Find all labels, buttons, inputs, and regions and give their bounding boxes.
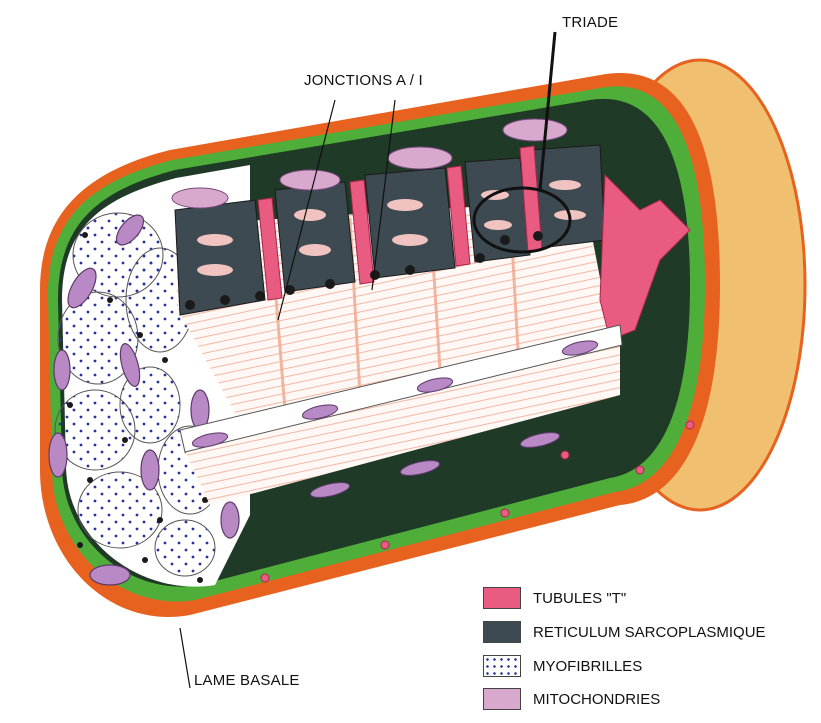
t-tubules-swatch xyxy=(483,587,521,609)
legend-item-mitochondria: MITOCHONDRIES xyxy=(483,686,660,712)
legend-item-reticulum: RETICULUM SARCOPLASMIQUE xyxy=(483,619,766,645)
legend-item-myofibrils: MYOFIBRILLES xyxy=(483,653,642,679)
legend-label: MYOFIBRILLES xyxy=(533,658,642,675)
reticulum-swatch xyxy=(483,621,521,643)
legend-label: TUBULES "T" xyxy=(533,590,626,607)
legend-label: RETICULUM SARCOPLASMIQUE xyxy=(533,624,766,641)
label-lame-basale: LAME BASALE xyxy=(194,672,300,689)
label-triade: TRIADE xyxy=(562,14,618,31)
mitochondria-swatch xyxy=(483,688,521,710)
lame-basale-pointer xyxy=(180,628,190,688)
myofibrils-swatch xyxy=(483,655,521,677)
label-jonctions: JONCTIONS A / I xyxy=(304,72,423,89)
legend-label: MITOCHONDRIES xyxy=(533,691,660,708)
legend-item-t-tubules: TUBULES "T" xyxy=(483,585,626,611)
